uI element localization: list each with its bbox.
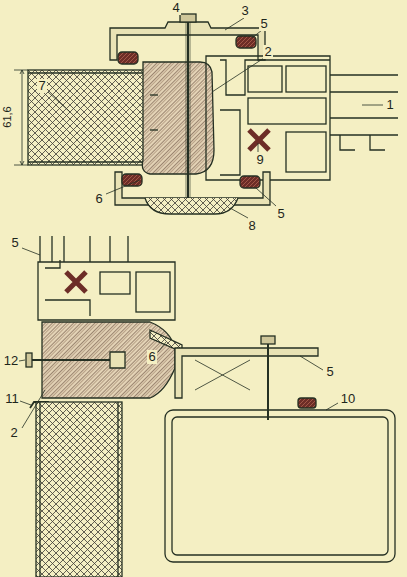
callout-number: 2 [263, 45, 272, 59]
callout-number: 5 [259, 17, 268, 31]
callout-number: 6 [94, 192, 103, 206]
callout-number: 10 [340, 392, 356, 406]
callout-number: 7 [37, 79, 46, 93]
callout-number: 4 [171, 1, 180, 15]
callout-number: 3 [240, 4, 249, 18]
callout-number: 11 [4, 392, 20, 406]
callout-number: 12 [3, 354, 19, 368]
callout-number: 5 [276, 207, 285, 221]
dimension-label: 61,6 [0, 105, 14, 128]
callout-number: 6 [147, 350, 156, 364]
callout-number: 2 [9, 426, 18, 440]
callout-number: 8 [247, 219, 256, 233]
callout-number: 1 [385, 98, 394, 112]
callout-number: 5 [10, 236, 19, 250]
callout-number: 9 [255, 153, 264, 167]
callout-number: 5 [325, 365, 334, 379]
